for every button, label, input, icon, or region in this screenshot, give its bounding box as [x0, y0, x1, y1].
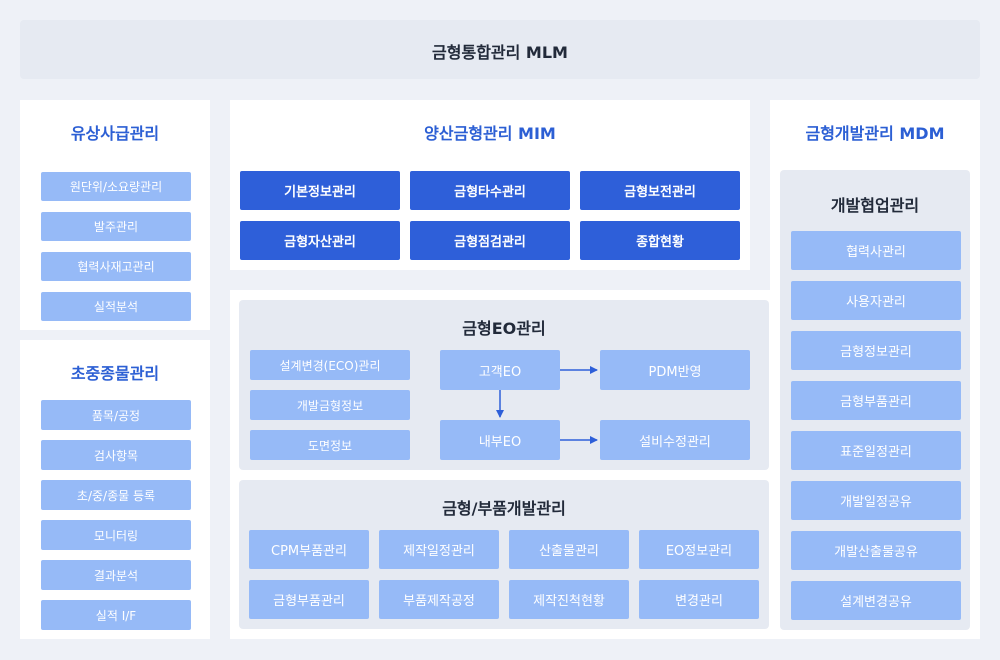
- initial-mid-final-item[interactable]: 초/중/종물 등록: [41, 480, 191, 510]
- dev-collab-item[interactable]: 개발일정공유: [791, 481, 961, 520]
- mdm-title: 금형개발관리 MDM: [805, 124, 945, 143]
- parts-title: 금형/부품개발관리: [442, 499, 566, 518]
- paid-supply-panel: 유상사급관리 원단위/소요량관리 발주관리 협력사재고관리 실적분석: [20, 100, 210, 330]
- pdm-node[interactable]: PDM반영: [600, 350, 750, 390]
- page-title: 금형통합관리 MLM: [432, 43, 568, 62]
- dev-collab-item[interactable]: 표준일정관리: [791, 431, 961, 470]
- dev-collab-item[interactable]: 협력사관리: [791, 231, 961, 270]
- parts-item[interactable]: 변경관리: [639, 580, 759, 619]
- dev-collab-item[interactable]: 금형정보관리: [791, 331, 961, 370]
- mim-title: 양산금형관리 MIM: [424, 124, 556, 143]
- parts-item[interactable]: 금형부품관리: [249, 580, 369, 619]
- eo-left-item[interactable]: 도면정보: [250, 430, 410, 460]
- customer-eo-node[interactable]: 고객EO: [440, 350, 560, 390]
- paid-supply-item[interactable]: 협력사재고관리: [41, 252, 191, 281]
- paid-supply-item[interactable]: 실적분석: [41, 292, 191, 321]
- mim-panel: 양산금형관리 MIM 기본정보관리 금형타수관리 금형보전관리 금형자산관리 금…: [230, 100, 750, 270]
- dev-collab-item[interactable]: 설계변경공유: [791, 581, 961, 620]
- initial-mid-final-item[interactable]: 품목/공정: [41, 400, 191, 430]
- initial-mid-final-title: 초중종물관리: [70, 364, 160, 383]
- dev-collab-section: 개발협업관리 협력사관리 사용자관리 금형정보관리 금형부품관리 표준일정관리 …: [780, 170, 970, 630]
- initial-mid-final-item[interactable]: 결과분석: [41, 560, 191, 590]
- initial-mid-final-panel: 초중종물관리 품목/공정 검사항목 초/중/종물 등록 모니터링 결과분석 실적…: [20, 340, 210, 639]
- mim-item[interactable]: 금형점검관리: [410, 221, 570, 260]
- mim-item[interactable]: 금형보전관리: [580, 171, 740, 210]
- initial-mid-final-item[interactable]: 실적 I/F: [41, 600, 191, 630]
- eo-left-item[interactable]: 개발금형정보: [250, 390, 410, 420]
- paid-supply-item[interactable]: 발주관리: [41, 212, 191, 241]
- parts-item[interactable]: 부품제작공정: [379, 580, 499, 619]
- mim-item[interactable]: 기본정보관리: [240, 171, 400, 210]
- initial-mid-final-item[interactable]: 검사항목: [41, 440, 191, 470]
- parts-item[interactable]: 제작일정관리: [379, 530, 499, 569]
- parts-item[interactable]: 제작진척현황: [509, 580, 629, 619]
- internal-eo-node[interactable]: 내부EO: [440, 420, 560, 460]
- facility-node[interactable]: 설비수정관리: [600, 420, 750, 460]
- dev-collab-item[interactable]: 금형부품관리: [791, 381, 961, 420]
- mdm-panel: 금형개발관리 MDM 개발협업관리 협력사관리 사용자관리 금형정보관리 금형부…: [770, 100, 980, 639]
- header-bar: 금형통합관리 MLM: [20, 20, 980, 79]
- parts-item[interactable]: 산출물관리: [509, 530, 629, 569]
- paid-supply-item[interactable]: 원단위/소요량관리: [41, 172, 191, 201]
- parts-item[interactable]: CPM부품관리: [249, 530, 369, 569]
- mim-item[interactable]: 금형자산관리: [240, 221, 400, 260]
- eo-left-item[interactable]: 설계변경(ECO)관리: [250, 350, 410, 380]
- initial-mid-final-item[interactable]: 모니터링: [41, 520, 191, 550]
- eo-title: 금형EO관리: [462, 319, 546, 338]
- mim-item[interactable]: 금형타수관리: [410, 171, 570, 210]
- paid-supply-title: 유상사급관리: [70, 124, 160, 143]
- dev-collab-item[interactable]: 사용자관리: [791, 281, 961, 320]
- dev-collab-title: 개발협업관리: [830, 196, 920, 215]
- dev-collab-item[interactable]: 개발산출물공유: [791, 531, 961, 570]
- mim-item[interactable]: 종합현황: [580, 221, 740, 260]
- parts-item[interactable]: EO정보관리: [639, 530, 759, 569]
